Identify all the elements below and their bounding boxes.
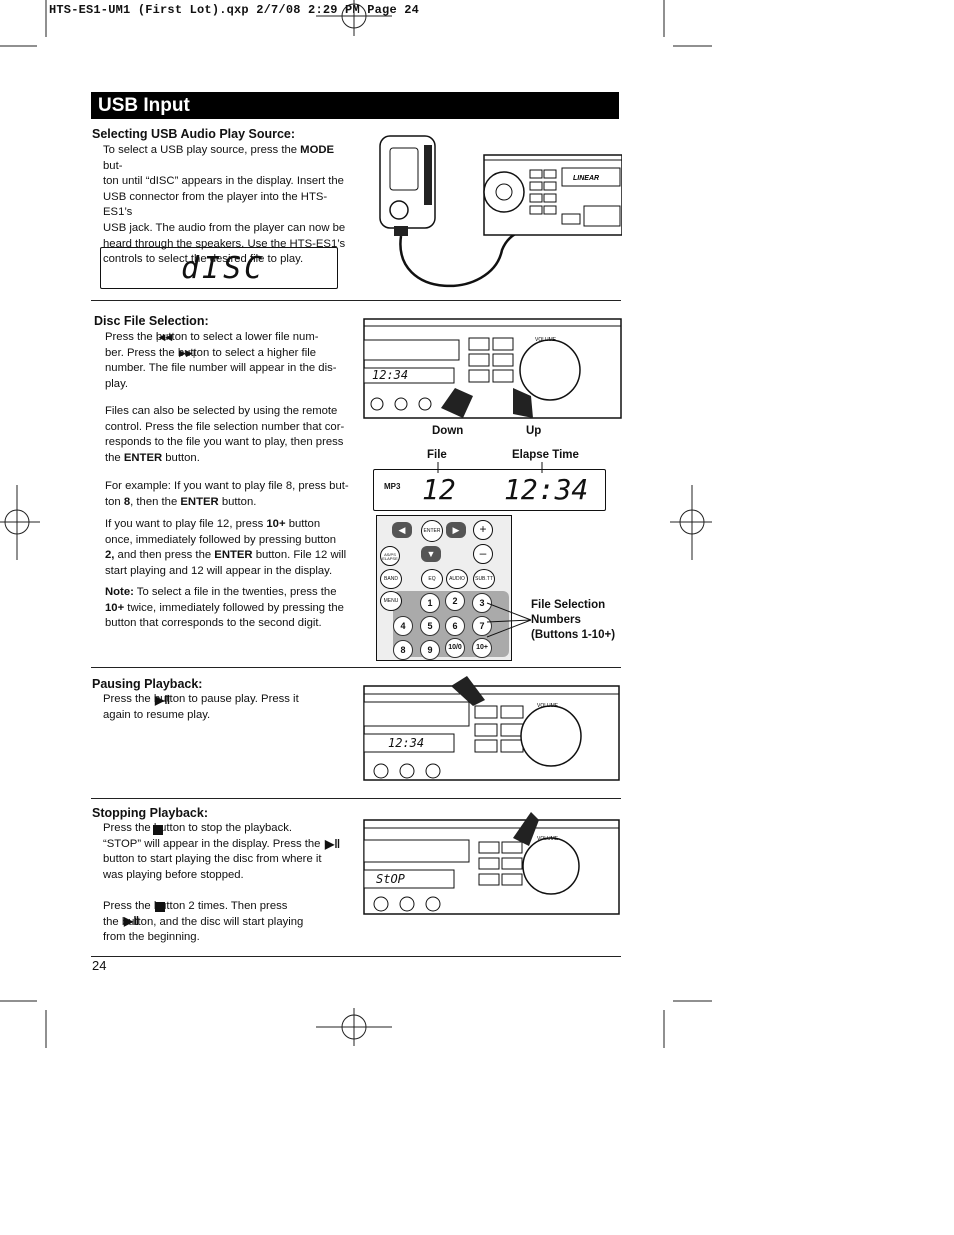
remote-plus-button[interactable]: + (473, 520, 493, 540)
remote-left-button[interactable]: ◀ (392, 522, 412, 538)
remote-digit-button[interactable]: 10/0 (445, 638, 465, 658)
file-selection-label: File Selection Numbers (Buttons 1-10+) (531, 599, 616, 641)
lcd-elapsed-time: 12:34 (504, 473, 589, 506)
stop-icon (153, 825, 163, 835)
remote-eq-button[interactable]: EQ (421, 569, 443, 589)
skip-back-icon: |◀◀ (156, 332, 173, 342)
section-title: USB Input (91, 92, 619, 119)
label-up: Up (526, 425, 542, 437)
stopping-text-1: Press the button to stop the playback. “… (103, 822, 322, 881)
remote-enter-button[interactable]: ENTER (421, 520, 443, 542)
stopping-text-2: Press the button 2 times. Then press the… (103, 900, 304, 944)
pausing-text: Press the button to pause play. Press it… (103, 693, 299, 721)
disc-file-p4: If you want to play file 12, press 10+ b… (105, 518, 347, 577)
section-divider (91, 667, 621, 668)
unit-front-illustration-stop: VOLUME (363, 812, 620, 915)
disc-file-p1: Press the button to select a lower file … (105, 331, 337, 390)
section-divider (91, 300, 621, 301)
remote-digit-button[interactable]: 10+ (472, 638, 492, 658)
unit-front-illustration-skip: VOLUME (363, 318, 622, 419)
unit-display-skip: 12:34 (372, 368, 409, 382)
volume-label: VOLUME (537, 836, 559, 842)
print-header: HTS-ES1-UM1 (First Lot).qxp 2/7/08 2:29 … (49, 3, 420, 17)
remote-digit-button[interactable]: 4 (393, 616, 413, 636)
lcd-mode: MP3 (384, 482, 401, 491)
volume-label: VOLUME (535, 337, 557, 343)
file-selection-leader-lines (486, 602, 532, 638)
label-down: Down (432, 425, 464, 437)
remote-right-button[interactable]: ▶ (446, 522, 466, 538)
remote-subtt-button[interactable]: SUB.TT (473, 569, 495, 589)
disc-file-p2: Files can also be selected by using the … (105, 405, 345, 464)
label-elapse-time: Elapse Time (512, 449, 579, 461)
disc-display-text: dISC (181, 251, 266, 286)
play-pause-icon: ▶‖ (155, 693, 171, 707)
remote-menu-button[interactable]: MENU (380, 591, 402, 611)
play-pause-icon: ▶‖ (325, 837, 341, 851)
play-pause-icon: ▶‖ (124, 914, 140, 928)
selecting-heading: Selecting USB Audio Play Source: (92, 127, 296, 141)
unit-front-illustration-pause: VOLUME (363, 676, 620, 781)
stopping-heading: Stopping Playback: (92, 806, 208, 820)
volume-label: VOLUME (537, 703, 559, 709)
disc-file-note: Note: To select a file in the twenties, … (105, 586, 344, 630)
remote-digit-button[interactable]: 5 (420, 616, 440, 636)
selecting-text: To select a USB play source, press the M… (103, 144, 346, 266)
remote-digit-button[interactable]: 8 (393, 640, 413, 660)
stop-icon (155, 902, 165, 912)
file-time-display: MP3 12 12:34 (373, 469, 606, 511)
unit-display-stop: StOP (376, 872, 405, 886)
remote-digit-button[interactable]: 2 (445, 591, 465, 611)
remote-digit-button[interactable]: 6 (445, 616, 465, 636)
pausing-heading: Pausing Playback: (92, 677, 203, 691)
unit-brand-label: LINEAR (573, 175, 599, 182)
disc-file-heading: Disc File Selection: (94, 314, 209, 328)
label-file: File (427, 449, 447, 461)
label-leader-lines (437, 462, 543, 473)
remote-band-button[interactable]: BAND (380, 569, 402, 589)
skip-forward-icon: ▶▶| (179, 348, 196, 358)
usb-player-illustration: LINEAR (379, 135, 622, 288)
remote-digit-button[interactable]: 9 (420, 640, 440, 660)
page-number: 24 (92, 958, 107, 973)
remote-digit-button[interactable]: 1 (420, 593, 440, 613)
remote-digit-button[interactable]: 3 (472, 593, 492, 613)
disc-file-p3: For example: If you want to play file 8,… (105, 480, 349, 508)
remote-down-button[interactable]: ▼ (421, 546, 441, 562)
remote-audio-button[interactable]: AUDIO (446, 569, 468, 589)
disc-display-panel: dISC (100, 247, 338, 289)
lcd-file-number: 12 (422, 473, 456, 506)
page-footer-rule (91, 956, 621, 957)
remote-digit-button[interactable]: 7 (472, 616, 492, 636)
unit-display-pause: 12:34 (388, 736, 425, 750)
remote-minus-button[interactable]: – (473, 544, 493, 564)
section-divider (91, 798, 621, 799)
